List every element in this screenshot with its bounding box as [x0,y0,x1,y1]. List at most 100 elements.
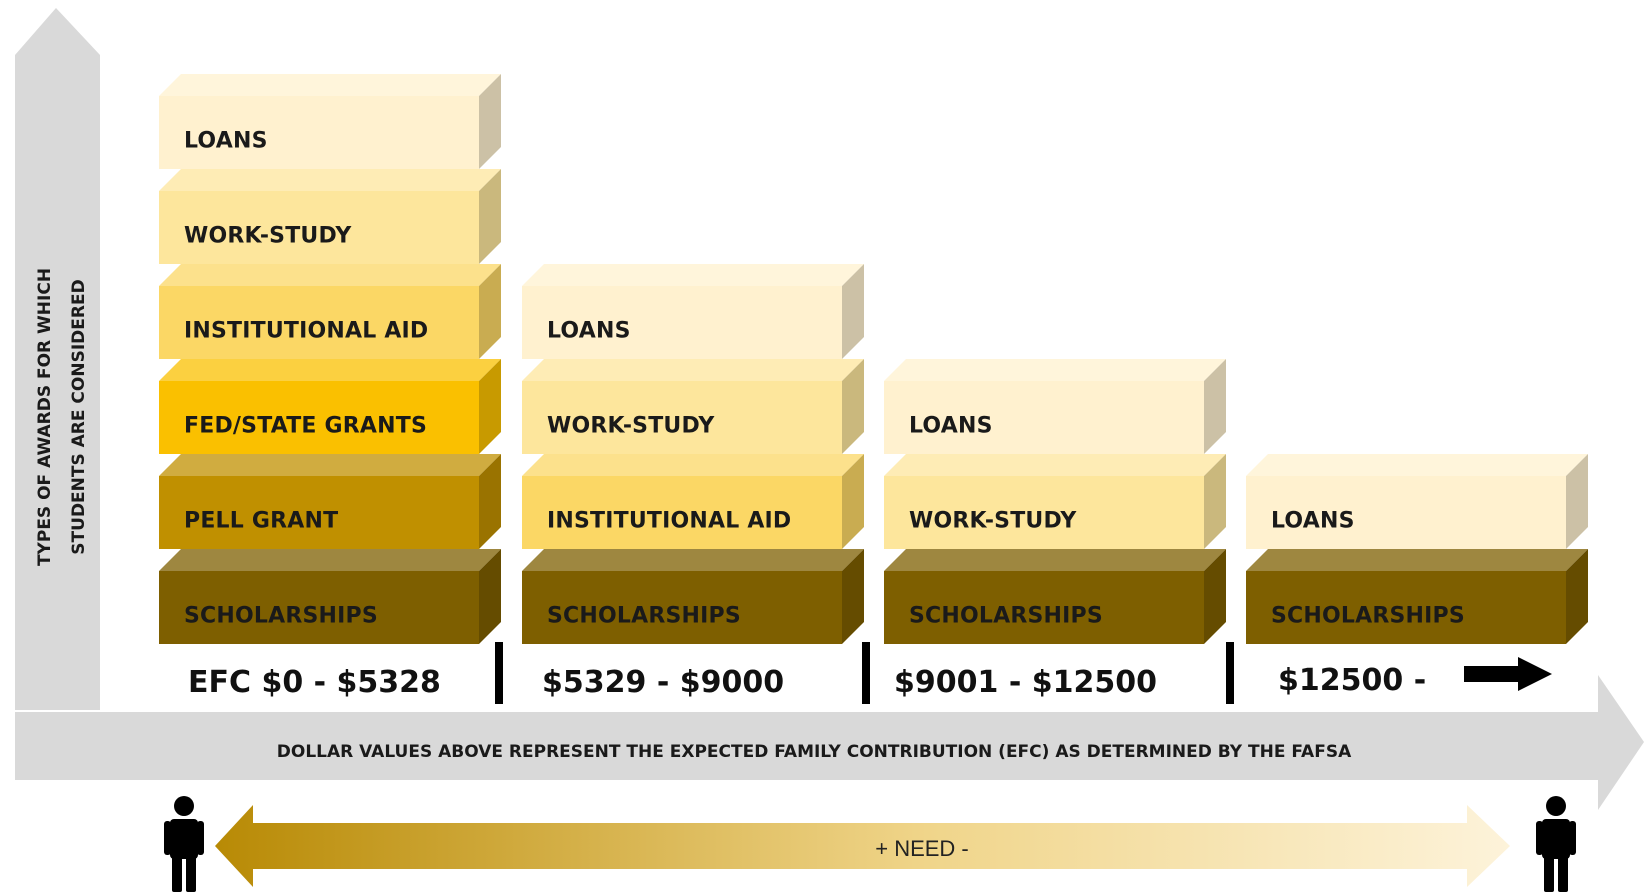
block-front-face [522,571,842,644]
block-front-face [1246,571,1566,644]
award-block-scholarships: SCHOLARSHIPS [159,549,501,644]
block-top-face [1246,454,1588,476]
award-block-label: SCHOLARSHIPS [547,604,741,629]
block-front-face [159,286,479,359]
person-icon [164,796,204,892]
block-side-face [479,74,501,169]
block-side-face [1566,549,1588,644]
block-top-face [522,454,864,476]
block-front-face [159,476,479,549]
award-block-pell-grant: PELL GRANT [159,454,501,549]
column-separators [495,642,1234,704]
block-side-face [479,454,501,549]
block-side-face [479,264,501,359]
block-top-face [159,549,501,571]
range-label-3: $9001 - $12500 [894,665,1157,700]
block-top-face [159,169,501,191]
award-block-scholarships: SCHOLARSHIPS [884,549,1226,644]
award-block-label: SCHOLARSHIPS [909,604,1103,629]
block-side-face [842,264,864,359]
need-arrow: + NEED - [215,805,1510,887]
award-block-label: WORK-STUDY [184,224,352,249]
award-block-scholarships: SCHOLARSHIPS [1246,549,1588,644]
award-block-fed-state-grants: FED/STATE GRANTS [159,359,501,454]
award-block-work-study: WORK-STUDY [884,454,1226,549]
block-top-face [884,359,1226,381]
block-front-face [884,571,1204,644]
separator-2 [862,642,870,704]
block-front-face [159,381,479,454]
range-label-4: $12500 - [1278,663,1426,698]
block-front-face [159,571,479,644]
award-block-label: SCHOLARSHIPS [184,604,378,629]
x-axis-arrow [15,675,1644,810]
award-block-label: FED/STATE GRANTS [184,414,427,439]
right-arrow-icon [1464,657,1552,691]
y-axis-label-line2: STUDENTS ARE CONSIDERED [69,279,89,554]
award-block-label: LOANS [909,414,993,439]
block-side-face [1204,359,1226,454]
award-block-label: PELL GRANT [184,509,338,534]
need-double-arrow [215,805,1510,887]
range-label-1: EFC $0 - $5328 [188,665,441,700]
axes: TYPES OF AWARDS FOR WHICH STUDENTS ARE C… [15,8,1644,810]
separator-1 [495,642,503,704]
award-block-loans: LOANS [1246,454,1588,549]
award-column: LOANS WORK-STUDY INSTITUTIONAL AID SCHOLARS… [522,264,864,644]
block-side-face [842,549,864,644]
block-side-face [479,169,501,264]
block-front-face [522,286,842,359]
award-block-label: LOANS [184,129,268,154]
block-side-face [842,359,864,454]
award-block-loans: LOANS [159,74,501,169]
award-block-institutional-aid: INSTITUTIONAL AID [159,264,501,359]
block-front-face [884,381,1204,454]
award-block-scholarships: SCHOLARSHIPS [522,549,864,644]
award-block-label: INSTITUTIONAL AID [184,319,428,344]
block-top-face [522,359,864,381]
block-top-face [159,264,501,286]
separator-3 [1226,642,1234,704]
block-top-face [159,454,501,476]
block-front-face [159,96,479,169]
award-block-label: WORK-STUDY [909,509,1077,534]
block-side-face [479,359,501,454]
y-axis-arrow [15,8,100,780]
award-block-label: INSTITUTIONAL AID [547,509,791,534]
block-side-face [1204,549,1226,644]
award-block-work-study: WORK-STUDY [522,359,864,454]
block-front-face [159,191,479,264]
y-axis-label-line1: TYPES OF AWARDS FOR WHICH [35,268,55,566]
block-side-face [1204,454,1226,549]
award-block-label: LOANS [1271,509,1355,534]
award-block-label: WORK-STUDY [547,414,715,439]
block-front-face [884,476,1204,549]
award-block-loans: LOANS [884,359,1226,454]
person-icon [1536,796,1576,892]
x-axis-label: DOLLAR VALUES ABOVE REPRESENT THE EXPECT… [277,742,1352,762]
block-top-face [159,74,501,96]
block-top-face [884,549,1226,571]
block-top-face [522,264,864,286]
range-label-2: $5329 - $9000 [542,665,784,700]
range-labels: EFC $0 - $5328 $5329 - $9000 $9001 - $12… [188,657,1552,700]
award-column: LOANS SCHOLARSHIPS [1246,454,1588,644]
block-side-face [1566,454,1588,549]
award-block-label: SCHOLARSHIPS [1271,604,1465,629]
block-top-face [884,454,1226,476]
award-columns: LOANS WORK-STUDY INSTITUTIONAL AID FED/STAT… [159,74,1588,644]
award-block-work-study: WORK-STUDY [159,169,501,264]
award-block-loans: LOANS [522,264,864,359]
block-side-face [479,549,501,644]
block-side-face [842,454,864,549]
need-label: + NEED - [875,836,969,861]
award-block-institutional-aid: INSTITUTIONAL AID [522,454,864,549]
award-column: LOANS WORK-STUDY INSTITUTIONAL AID FED/STAT… [159,74,501,644]
block-top-face [159,359,501,381]
block-front-face [522,381,842,454]
block-front-face [1246,476,1566,549]
block-top-face [522,549,864,571]
block-top-face [1246,549,1588,571]
